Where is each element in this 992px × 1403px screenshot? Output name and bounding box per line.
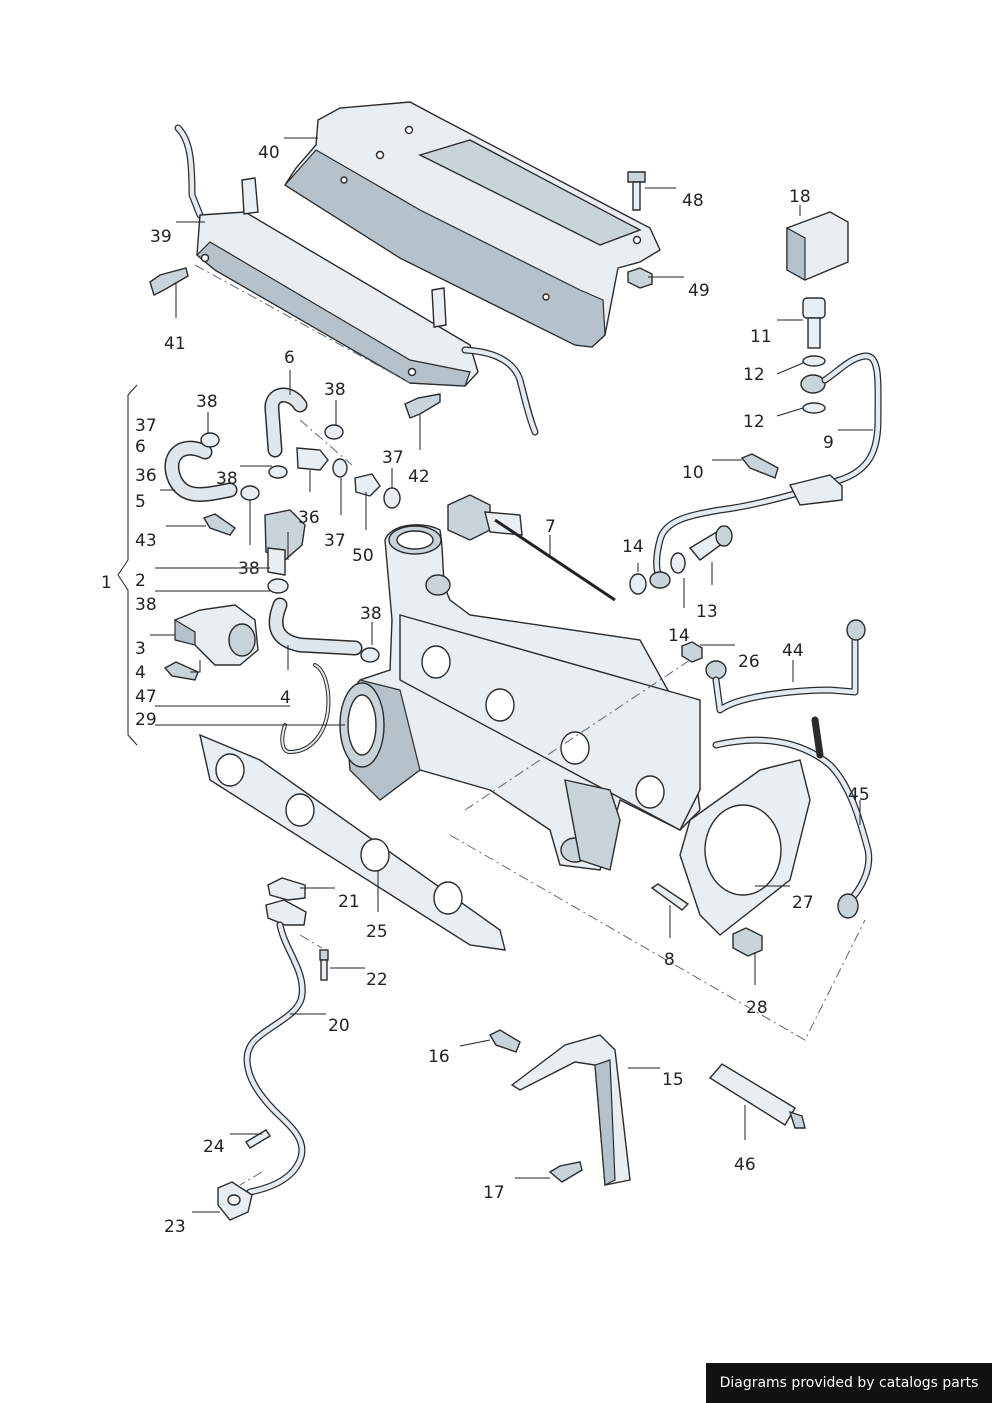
diverter-valve <box>163 604 259 681</box>
hose-group-left <box>164 387 380 663</box>
oil-pipe-20 <box>217 877 307 1221</box>
callout-11: 11 <box>750 327 772 347</box>
callout-38a: 38 <box>196 392 218 412</box>
nut-49 <box>627 267 653 289</box>
callout-42: 42 <box>408 467 430 487</box>
callout-7: 7 <box>545 517 556 537</box>
callout-48: 48 <box>682 191 704 211</box>
callout-22: 22 <box>366 970 388 990</box>
stud-8 <box>650 883 690 911</box>
callout-26: 26 <box>738 652 760 672</box>
callout-24: 24 <box>203 1137 225 1157</box>
callout-46: 46 <box>734 1155 756 1175</box>
callout-21: 21 <box>338 892 360 912</box>
callout-6a: 6 <box>284 348 295 368</box>
callout-38d: 38 <box>238 559 260 579</box>
hollow-bolt-13 <box>688 525 733 561</box>
callout-37c: 37 <box>324 531 346 551</box>
oil-supply-line <box>649 352 882 589</box>
callout-6b: 6 <box>135 437 146 457</box>
callout-37a: 37 <box>135 416 157 436</box>
bolt-42 <box>404 393 441 419</box>
group-bracket <box>117 384 138 746</box>
callout-12a: 12 <box>743 365 765 385</box>
callout-41: 41 <box>164 334 186 354</box>
callout-13: 13 <box>696 602 718 622</box>
callout-8: 8 <box>664 950 675 970</box>
callout-16: 16 <box>428 1047 450 1067</box>
callout-45: 45 <box>848 785 870 805</box>
nut-28 <box>732 927 763 957</box>
callout-38b: 38 <box>324 380 346 400</box>
callout-1: 1 <box>101 573 112 593</box>
callout-36a: 36 <box>135 466 157 486</box>
callout-36b: 36 <box>298 508 320 528</box>
sealing-washer <box>802 355 826 414</box>
callout-50: 50 <box>352 546 374 566</box>
callout-38e: 38 <box>135 595 157 615</box>
turbocharger-manifold <box>339 524 701 871</box>
bolt-41 <box>149 267 189 296</box>
pressure-converter-valve <box>264 509 306 576</box>
callout-47: 47 <box>135 687 157 707</box>
callout-23: 23 <box>164 1217 186 1237</box>
vacuum-line <box>280 663 331 754</box>
bolt-16 <box>489 1029 521 1053</box>
support-bracket <box>510 1034 631 1186</box>
callout-14a: 14 <box>622 537 644 557</box>
connector-fittings <box>202 447 401 536</box>
sealant-tube <box>708 1063 806 1129</box>
callout-9: 9 <box>823 433 834 453</box>
damping-pad <box>786 211 849 282</box>
callout-12b: 12 <box>743 412 765 432</box>
callout-29: 29 <box>135 710 157 730</box>
credit-banner: Diagrams provided by catalogs parts <box>706 1363 992 1403</box>
callout-38c: 38 <box>216 469 238 489</box>
callout-37b: 37 <box>382 448 404 468</box>
callout-43: 43 <box>135 531 157 551</box>
callout-18: 18 <box>789 187 811 207</box>
coolant-line-44 <box>705 619 866 714</box>
heat-shield <box>284 101 661 348</box>
callout-49: 49 <box>688 281 710 301</box>
wastegate-actuator <box>447 494 616 602</box>
callout-17: 17 <box>483 1183 505 1203</box>
callout-40: 40 <box>258 143 280 163</box>
callout-25: 25 <box>366 922 388 942</box>
coolant-line-45 <box>712 716 873 919</box>
fuel-rail-bracket <box>174 124 539 436</box>
callout-4b: 4 <box>280 688 291 708</box>
callout-38f: 38 <box>360 604 382 624</box>
callout-2: 2 <box>135 571 146 591</box>
manifold-gasket <box>199 733 506 951</box>
bolt-10 <box>740 453 779 479</box>
callout-15: 15 <box>662 1070 684 1090</box>
callout-44: 44 <box>782 641 804 661</box>
callout-39: 39 <box>150 227 172 247</box>
callout-28: 28 <box>746 998 768 1018</box>
bolt-17 <box>548 1161 583 1183</box>
nut-26 <box>681 641 703 663</box>
callout-20: 20 <box>328 1016 350 1036</box>
callout-14b: 14 <box>668 626 690 646</box>
callout-27: 27 <box>792 893 814 913</box>
seal-14 <box>629 552 686 595</box>
bolt-24 <box>245 1129 271 1149</box>
bolt-22 <box>319 949 329 981</box>
bolt-48 <box>627 171 646 211</box>
turbo-outlet-gasket <box>679 759 811 936</box>
callout-4a: 4 <box>135 663 146 683</box>
guide-lines <box>194 264 866 1186</box>
banjo-bolt <box>802 297 826 349</box>
leader-lines <box>150 137 873 1213</box>
callout-10: 10 <box>682 463 704 483</box>
callout-5: 5 <box>135 492 146 512</box>
callout-3: 3 <box>135 639 146 659</box>
